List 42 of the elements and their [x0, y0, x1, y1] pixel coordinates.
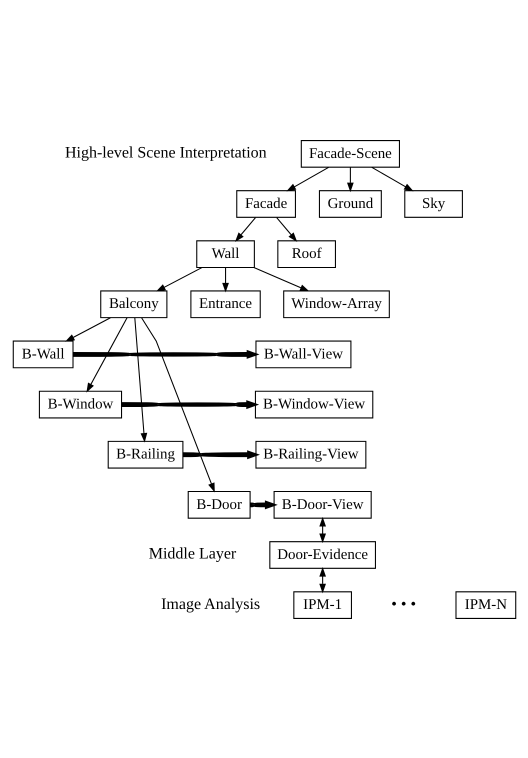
node-box: B-Door-View	[273, 490, 372, 518]
node-box: Window-Array	[282, 290, 390, 318]
node-box: IPM-N	[454, 590, 516, 618]
arrow	[222, 267, 228, 292]
arrow	[73, 349, 260, 358]
arrow	[318, 566, 326, 593]
arrow	[250, 500, 278, 509]
node-box: Roof	[276, 240, 336, 268]
node-box: B-Wall	[12, 340, 74, 368]
node-box: Facade	[236, 190, 296, 218]
node-box: Door-Evidence	[268, 540, 376, 568]
arrow	[286, 166, 328, 191]
node-box: B-Railing-View	[254, 440, 366, 468]
arrow	[134, 317, 147, 442]
label: Middle Layer	[148, 545, 236, 562]
arrow	[182, 450, 260, 459]
node-box: Entrance	[190, 290, 260, 318]
arrow	[253, 266, 310, 292]
arrow	[64, 316, 110, 342]
arrow	[276, 216, 297, 242]
node-box: B-Wall-View	[254, 340, 351, 368]
node-box: Sky	[404, 190, 462, 218]
node-box: Facade-Scene	[300, 140, 400, 168]
label: High-level Scene Interpretation	[64, 144, 266, 162]
node-box: Balcony	[100, 290, 167, 318]
label: Image Analysis	[160, 595, 260, 612]
node-box: Wall	[196, 240, 254, 268]
arrow	[234, 216, 256, 242]
node-box: B-Window	[38, 390, 122, 418]
arrow	[318, 516, 326, 543]
node-box: B-Railing	[107, 440, 183, 468]
label: • • •	[390, 595, 416, 612]
node-box: B-Window-View	[254, 390, 373, 418]
node-box: Ground	[318, 190, 382, 218]
arrow	[86, 317, 128, 392]
arrow	[140, 317, 214, 492]
arrow	[155, 266, 202, 292]
node-box: IPM-1	[292, 590, 352, 618]
arrow	[346, 167, 354, 192]
arrow	[371, 166, 414, 191]
node-box: B-Door	[187, 490, 250, 518]
arrow	[121, 400, 259, 409]
